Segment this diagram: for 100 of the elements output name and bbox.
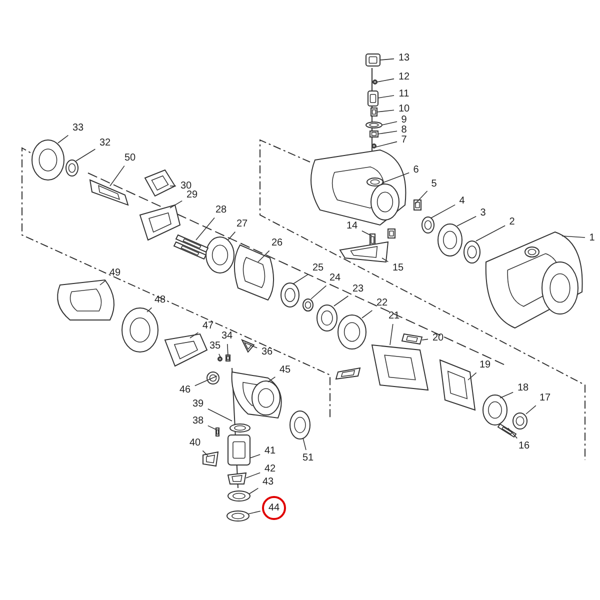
leader-line xyxy=(376,78,394,82)
leader-line xyxy=(194,376,218,386)
callout-number: 10 xyxy=(397,104,411,114)
callout-number: 11 xyxy=(398,88,410,100)
callout-number: 25 xyxy=(311,262,325,274)
callout-number: 4 xyxy=(458,196,466,206)
o-ring-drawing xyxy=(422,216,434,234)
knob-drawing xyxy=(240,339,255,353)
callout-number: 42 xyxy=(263,464,277,474)
valve-drawing xyxy=(368,90,378,106)
spring-drawing xyxy=(370,108,378,116)
pin-drawing xyxy=(173,234,209,260)
leader-line xyxy=(208,408,232,422)
callout-number: 38 xyxy=(191,416,205,426)
callout-number: 13 xyxy=(397,52,411,64)
callout-number: 14 xyxy=(345,220,359,232)
cap-drawing xyxy=(366,54,380,66)
leader-line xyxy=(100,280,106,286)
bearing-drawing xyxy=(512,412,528,430)
leader-line xyxy=(250,454,260,458)
callout-number: 40 xyxy=(188,438,202,448)
callout-number: 34 xyxy=(220,330,234,342)
leader-line xyxy=(380,58,394,60)
leader-line xyxy=(248,510,261,514)
leader-line xyxy=(170,200,182,208)
callout-number: 27 xyxy=(235,218,249,230)
housing-drawing xyxy=(485,232,583,328)
leader-line xyxy=(196,217,215,240)
leader-line xyxy=(468,372,477,380)
callout-number: 26 xyxy=(270,238,284,248)
leader-line xyxy=(382,258,389,262)
callout-number: 36 xyxy=(260,346,274,358)
callout-number: 49 xyxy=(108,268,122,278)
leader-line xyxy=(268,376,276,382)
callout-number: 30 xyxy=(179,180,193,192)
leader-line xyxy=(58,134,69,144)
leader-line xyxy=(456,216,476,226)
callout-number: 12 xyxy=(397,72,411,82)
plate-drawing xyxy=(438,224,462,256)
leader-line xyxy=(258,250,270,262)
leader-line xyxy=(362,310,373,318)
leader-line xyxy=(76,148,96,162)
spring-drawing xyxy=(370,130,378,138)
callout-number: 15 xyxy=(391,262,405,274)
cylinder-drawing xyxy=(439,359,476,411)
callout-number: 51 xyxy=(301,452,315,464)
ratchet-arm-drawing xyxy=(164,333,208,367)
callout-number: 22 xyxy=(375,298,389,308)
callout-number: 35 xyxy=(208,340,222,352)
callout-number: 7 xyxy=(400,134,408,146)
o-ring-drawing xyxy=(366,122,382,128)
leader-line xyxy=(376,110,394,112)
leader-line xyxy=(250,344,258,348)
ball-drawing xyxy=(372,144,376,148)
ball-drawing xyxy=(206,372,220,384)
callout-number: 6 xyxy=(412,164,420,176)
callout-number: 29 xyxy=(185,190,199,200)
leader-line xyxy=(430,204,456,218)
leader-line xyxy=(508,428,518,439)
anvil-drawing xyxy=(228,434,250,466)
rotor-drawing xyxy=(371,344,429,391)
callout-number: 39 xyxy=(191,398,205,410)
callout-number: 32 xyxy=(98,138,112,148)
callout-number: 28 xyxy=(214,204,228,216)
callout-number: 44 xyxy=(267,502,281,514)
callout-number: 41 xyxy=(263,446,277,456)
leader-line xyxy=(248,488,259,494)
callout-number: 48 xyxy=(153,294,167,306)
leader-line xyxy=(378,130,398,134)
callout-number: 8 xyxy=(400,124,408,136)
callout-number: 19 xyxy=(478,360,492,370)
head-drawing xyxy=(231,372,282,418)
leader-line xyxy=(146,307,152,312)
leader-line xyxy=(376,141,398,148)
leader-line xyxy=(562,236,586,238)
leader-line xyxy=(310,285,327,300)
leader-line xyxy=(390,324,394,346)
leader-line xyxy=(422,338,428,340)
cam-drawing xyxy=(144,169,176,197)
callout-number: 33 xyxy=(71,122,85,134)
leader-line xyxy=(246,472,260,478)
leader-line xyxy=(476,225,506,242)
callout-number: 46 xyxy=(178,384,192,396)
leader-line xyxy=(382,121,398,126)
callout-number: 5 xyxy=(430,178,438,190)
leader-line xyxy=(414,190,428,204)
threaded-ring-drawing xyxy=(122,308,158,352)
threaded-ring-drawing xyxy=(234,244,274,300)
nut-drawing xyxy=(464,240,480,264)
leader-line xyxy=(228,231,236,240)
seal-drawing xyxy=(372,80,378,84)
callout-number: 1 xyxy=(588,232,596,244)
callout-number: 17 xyxy=(538,392,552,404)
callout-number: 47 xyxy=(201,320,215,332)
callout-number: 50 xyxy=(123,152,137,164)
callout-number: 9 xyxy=(400,114,408,126)
callout-number: 20 xyxy=(431,332,445,344)
callout-number: 21 xyxy=(387,310,401,322)
callout-number: 45 xyxy=(278,364,292,376)
spring-drawing xyxy=(227,472,247,484)
